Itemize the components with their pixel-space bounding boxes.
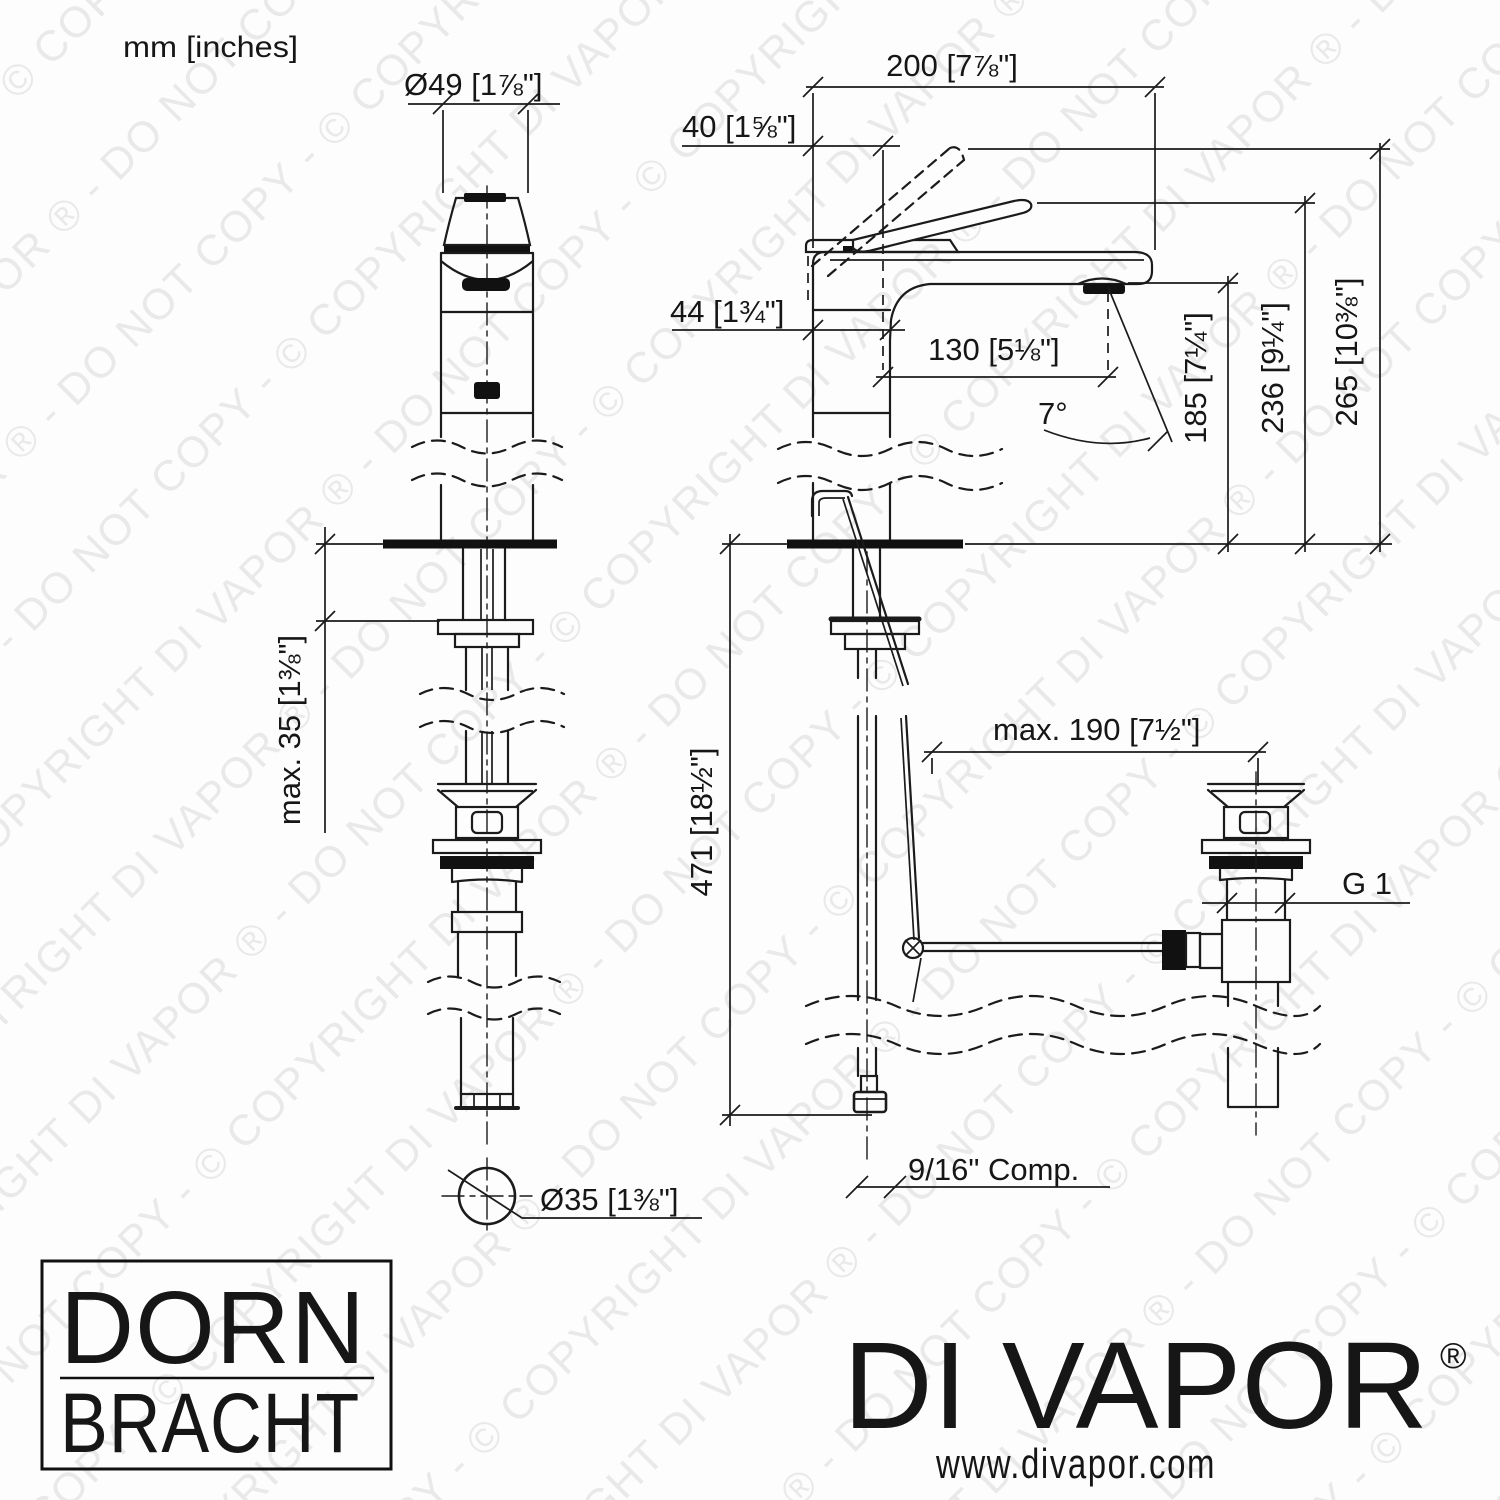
units-label: mm [inches]: [123, 31, 298, 64]
dim-label-rod-projection: max. 190 [7½"]: [993, 712, 1200, 747]
dim-label-drain-thread: G 1: [1342, 866, 1392, 901]
dornbracht-logo-line1: DORN: [60, 1270, 366, 1385]
dim-label-body-depth: 44 [1¾"]: [670, 294, 784, 329]
dim-label-supply-connection: 9/16" Comp.: [908, 1152, 1079, 1187]
dornbracht-logo-line2: BRACHT: [60, 1376, 360, 1470]
divapor-logo-name: DI VAPOR: [843, 1318, 1428, 1455]
dim-label-drain-hole-diameter: Ø35 [1⅜"]: [540, 1182, 679, 1217]
dim-label-max-deck-thickness: max. 35 [1⅜"]: [272, 635, 307, 825]
front-view: [383, 185, 566, 1235]
dim-label-handle-diameter: Ø49 [1⅞"]: [404, 67, 543, 102]
side-view: [776, 146, 1322, 1161]
dimension-annotations: Ø49 [1⅞"] max. 35 [1⅜"] 200 [7⅞"] 40 [1⅝…: [272, 48, 1410, 1219]
dornbracht-logo-frame: [40, 1259, 393, 1471]
dim-label-overall-projection: 200 [7⅞"]: [886, 48, 1018, 83]
dornbracht-logo: DORN BRACHT: [40, 1259, 393, 1471]
dim-label-aerator-height: 185 [7¼"]: [1178, 312, 1213, 444]
dim-label-handle-offset: 40 [1⅝"]: [682, 109, 796, 144]
divapor-url: www.divapor.com: [935, 1440, 1216, 1487]
dim-label-spout-projection: 130 [5⅛"]: [928, 332, 1060, 367]
divapor-registered-mark: ®: [1440, 1335, 1467, 1376]
dim-label-overall-depth: 471 [18½"]: [684, 748, 719, 897]
dim-label-overall-height: 265 [10⅜"]: [1329, 278, 1364, 427]
dim-label-handle-height: 236 [9¼"]: [1255, 302, 1290, 434]
divapor-logo: DI VAPOR ® www.divapor.com: [843, 1318, 1467, 1487]
dim-label-spout-angle: 7°: [1038, 396, 1068, 431]
